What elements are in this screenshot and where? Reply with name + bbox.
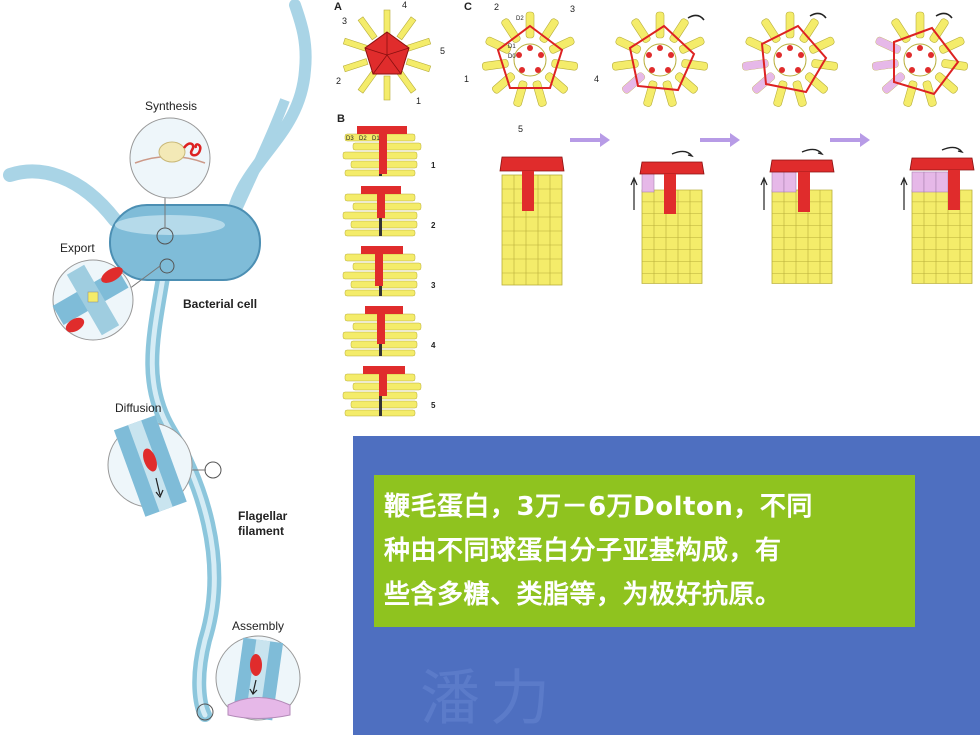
flagellum-tube-left	[3, 164, 122, 227]
rotation-arrow-icon	[935, 12, 953, 19]
bacterial-cell-highlight	[115, 215, 225, 235]
panel-b-step-number-5: 5	[431, 401, 436, 410]
cap-rotation-icon	[671, 150, 694, 158]
panel-c-ring-label-d2: D2	[516, 16, 524, 22]
panel-b-step-number-4: 4	[431, 341, 436, 350]
flagellar-label: Flagellar	[238, 509, 288, 523]
cap-rotation-icon	[801, 148, 824, 156]
panel-a-letter: A	[334, 1, 342, 13]
panel-a-number-4: 4	[402, 0, 407, 10]
caption-line-3: 些含多糖、类脂等，为极好抗原。	[384, 580, 782, 610]
growth-arrow-icon	[630, 176, 638, 210]
assembly-label: Assembly	[232, 619, 284, 633]
caption-line-1: 鞭毛蛋白，3万－6万Dolton，不同	[384, 492, 813, 522]
rotation-arrow-icon	[687, 14, 705, 21]
caption-box: 鞭毛蛋白，3万－6万Dolton，不同 种由不同球蛋白分子亚基构成，有 些含多糖…	[374, 475, 915, 627]
panel-c-top-view-2	[611, 11, 709, 108]
panel-c-number-2: 2	[494, 2, 499, 12]
panel-a-number-5: 5	[440, 46, 445, 56]
panel-a-number-3: 3	[342, 16, 347, 26]
cap-rotation-icon	[941, 146, 964, 154]
rotation-arrow-icon	[809, 12, 827, 19]
panel-b-label-d2: D2	[359, 136, 367, 142]
flagellar-filament-core	[149, 262, 217, 718]
panel-c-top-view-4	[871, 11, 969, 108]
panel-a-number-1: 1	[416, 96, 421, 106]
diffusion-label: Diffusion	[115, 401, 161, 415]
panel-c-ring-label-d1: D1	[508, 44, 516, 50]
watermark-text: 潘力	[420, 664, 560, 734]
panel-c-cap-rotation-sequence: C D2 D1 D0 1 2 3 4 5	[464, 1, 975, 286]
export-label: Export	[60, 241, 95, 255]
pentamer-spikes	[342, 9, 432, 101]
growth-arrow-icon	[760, 176, 768, 210]
panel-b-letter: B	[337, 113, 345, 125]
panel-c-number-5: 5	[518, 124, 523, 134]
pentamer-cap-divisions	[364, 32, 410, 75]
panel-b-step-number-2: 2	[431, 221, 436, 230]
panel-b-step-number-1: 1	[431, 161, 436, 170]
panel-c-filament-1	[499, 156, 565, 286]
panel-c-ring-label-d0: D0	[508, 54, 516, 60]
assembly-cap	[227, 697, 291, 719]
panel-b-step-number-3: 3	[431, 281, 436, 290]
panel-c-letter: C	[464, 1, 472, 13]
panel-b-step-4: 4	[342, 306, 436, 357]
exported-subunit-top	[101, 267, 123, 283]
nascent-protein-icon	[182, 142, 202, 157]
filament-label: filament	[238, 524, 284, 538]
panel-b-step-2: 2	[342, 186, 436, 237]
panel-c-number-4: 4	[594, 74, 599, 84]
panel-c-filament-3	[760, 148, 835, 284]
panel-c-filament-4	[900, 146, 975, 284]
panel-b-side-view-steps: B D3 D2 D1 1 2 3 4 5	[337, 113, 436, 417]
sequence-arrows	[570, 133, 870, 147]
panel-b-step-5: 5	[342, 366, 436, 417]
panel-a-number-2: 2	[336, 76, 341, 86]
ribosome	[158, 141, 186, 163]
panel-a-pentamer-cap: A 1 2 3 4 5	[334, 0, 445, 106]
diffusing-subunit	[143, 448, 157, 472]
export-gate	[87, 291, 99, 303]
panel-c-top-view-1: D2 D1 D0	[481, 11, 579, 108]
panel-c-number-3: 3	[570, 4, 575, 14]
exported-subunit-bottom	[65, 317, 85, 333]
assembly-arrow-icon	[249, 679, 258, 695]
panel-b-step-1: D3 D2 D1 1	[342, 126, 436, 177]
panel-c-filament-2	[630, 150, 705, 284]
caption-text: 鞭毛蛋白，3万－6万Dolton，不同 种由不同球蛋白分子亚基构成，有 些含多糖…	[384, 485, 905, 617]
bacterial-cell-label: Bacterial cell	[183, 297, 257, 311]
panel-b-label-d3: D3	[346, 136, 354, 142]
panel-c-top-view-3	[741, 11, 839, 108]
growth-arrow-icon	[900, 176, 908, 210]
diffusion-site	[204, 461, 222, 479]
flagellum-tube-mid	[225, 98, 290, 228]
diffusion-arrow-icon	[155, 477, 164, 499]
flagellum-assembly-illustration: Synthesis Export Bacterial cell Diffusio…	[3, 0, 312, 722]
panel-c-number-1: 1	[464, 74, 469, 84]
caption-line-2: 种由不同球蛋白分子亚基构成，有	[384, 536, 782, 566]
filament-tip-site	[196, 703, 214, 721]
synthesis-label: Synthesis	[145, 99, 197, 113]
panel-b-step-3: 3	[342, 246, 436, 297]
assembling-subunit	[250, 654, 262, 676]
panel-b-label-d1: D1	[372, 136, 380, 142]
